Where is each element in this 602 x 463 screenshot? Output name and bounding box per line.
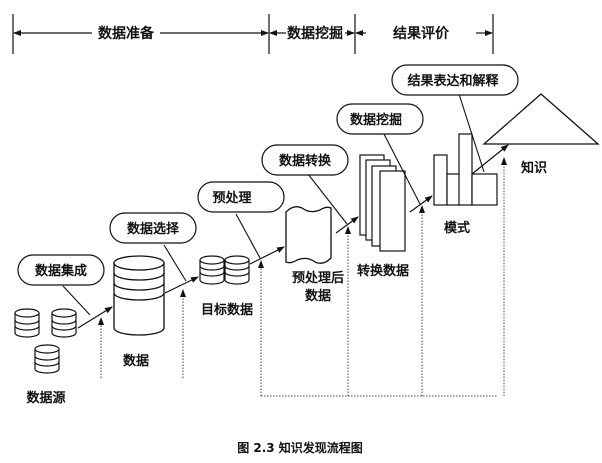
leader-line bbox=[307, 173, 348, 225]
step-label: 数据挖掘 bbox=[350, 112, 402, 128]
leader-line bbox=[458, 93, 485, 173]
target-data-icon bbox=[199, 255, 250, 285]
step-label: 数据集成 bbox=[35, 263, 87, 279]
step-bubble-mining: 数据挖掘 bbox=[336, 103, 424, 135]
step-bubble-interpretation: 结果表达和解释 bbox=[391, 64, 519, 96]
database-icon bbox=[199, 255, 225, 285]
node-label-transformed: 转换数据 bbox=[357, 263, 409, 279]
preprocessed-data-icon bbox=[285, 206, 332, 264]
leader-line bbox=[235, 213, 261, 259]
step-bubble-preprocessing: 预处理 bbox=[197, 181, 285, 213]
step-label: 数据选择 bbox=[127, 221, 180, 237]
flow-arrows bbox=[77, 144, 509, 329]
transformed-data-icon bbox=[359, 154, 406, 252]
knowledge-icon bbox=[482, 93, 600, 145]
flow-arrow bbox=[335, 216, 359, 234]
phase-label-mining: 数据挖掘 bbox=[287, 25, 343, 42]
step-label: 数据转换 bbox=[279, 153, 332, 169]
flow-arrow bbox=[249, 246, 285, 265]
node-label-preprocessed-line2: 数据 bbox=[305, 288, 331, 304]
leader-lines bbox=[62, 93, 485, 316]
step-bubble-integration: 数据集成 bbox=[17, 254, 105, 286]
leader-line bbox=[163, 244, 187, 282]
node-label-preprocessed-line1: 预处理后 bbox=[292, 270, 344, 286]
figure-caption: 图 2.3 知识发现流程图 bbox=[237, 440, 363, 455]
step-label: 结果表达和解释 bbox=[407, 73, 499, 89]
database-icon bbox=[224, 255, 250, 285]
flow-arrow bbox=[77, 306, 113, 329]
feedback-lines bbox=[98, 157, 507, 397]
node-label-source: 数据源 bbox=[26, 390, 65, 406]
node-label-pattern: 模式 bbox=[444, 220, 470, 236]
node-label-target: 目标数据 bbox=[201, 302, 253, 318]
leader-line bbox=[383, 133, 421, 205]
data-source-icon bbox=[14, 308, 77, 374]
flow-arrow bbox=[164, 276, 199, 294]
step-bubble-selection: 数据选择 bbox=[109, 212, 197, 244]
flow-arrow bbox=[471, 144, 509, 175]
node-label-knowledge: 知识 bbox=[521, 160, 547, 176]
data-warehouse-icon bbox=[113, 255, 165, 336]
leader-line bbox=[62, 285, 91, 316]
database-icon bbox=[51, 308, 77, 338]
flow-arrow bbox=[409, 195, 433, 213]
database-icon bbox=[34, 344, 60, 374]
step-label: 预处理 bbox=[212, 190, 251, 206]
step-bubble-transformation: 数据转换 bbox=[261, 144, 349, 176]
database-icon bbox=[14, 308, 40, 338]
phase-ruler bbox=[12, 14, 494, 54]
node-label-data: 数据 bbox=[123, 353, 149, 369]
phase-label-evaluation: 结果评价 bbox=[393, 25, 450, 42]
phase-label-preparation: 数据准备 bbox=[98, 25, 155, 42]
pattern-icon bbox=[433, 133, 498, 206]
